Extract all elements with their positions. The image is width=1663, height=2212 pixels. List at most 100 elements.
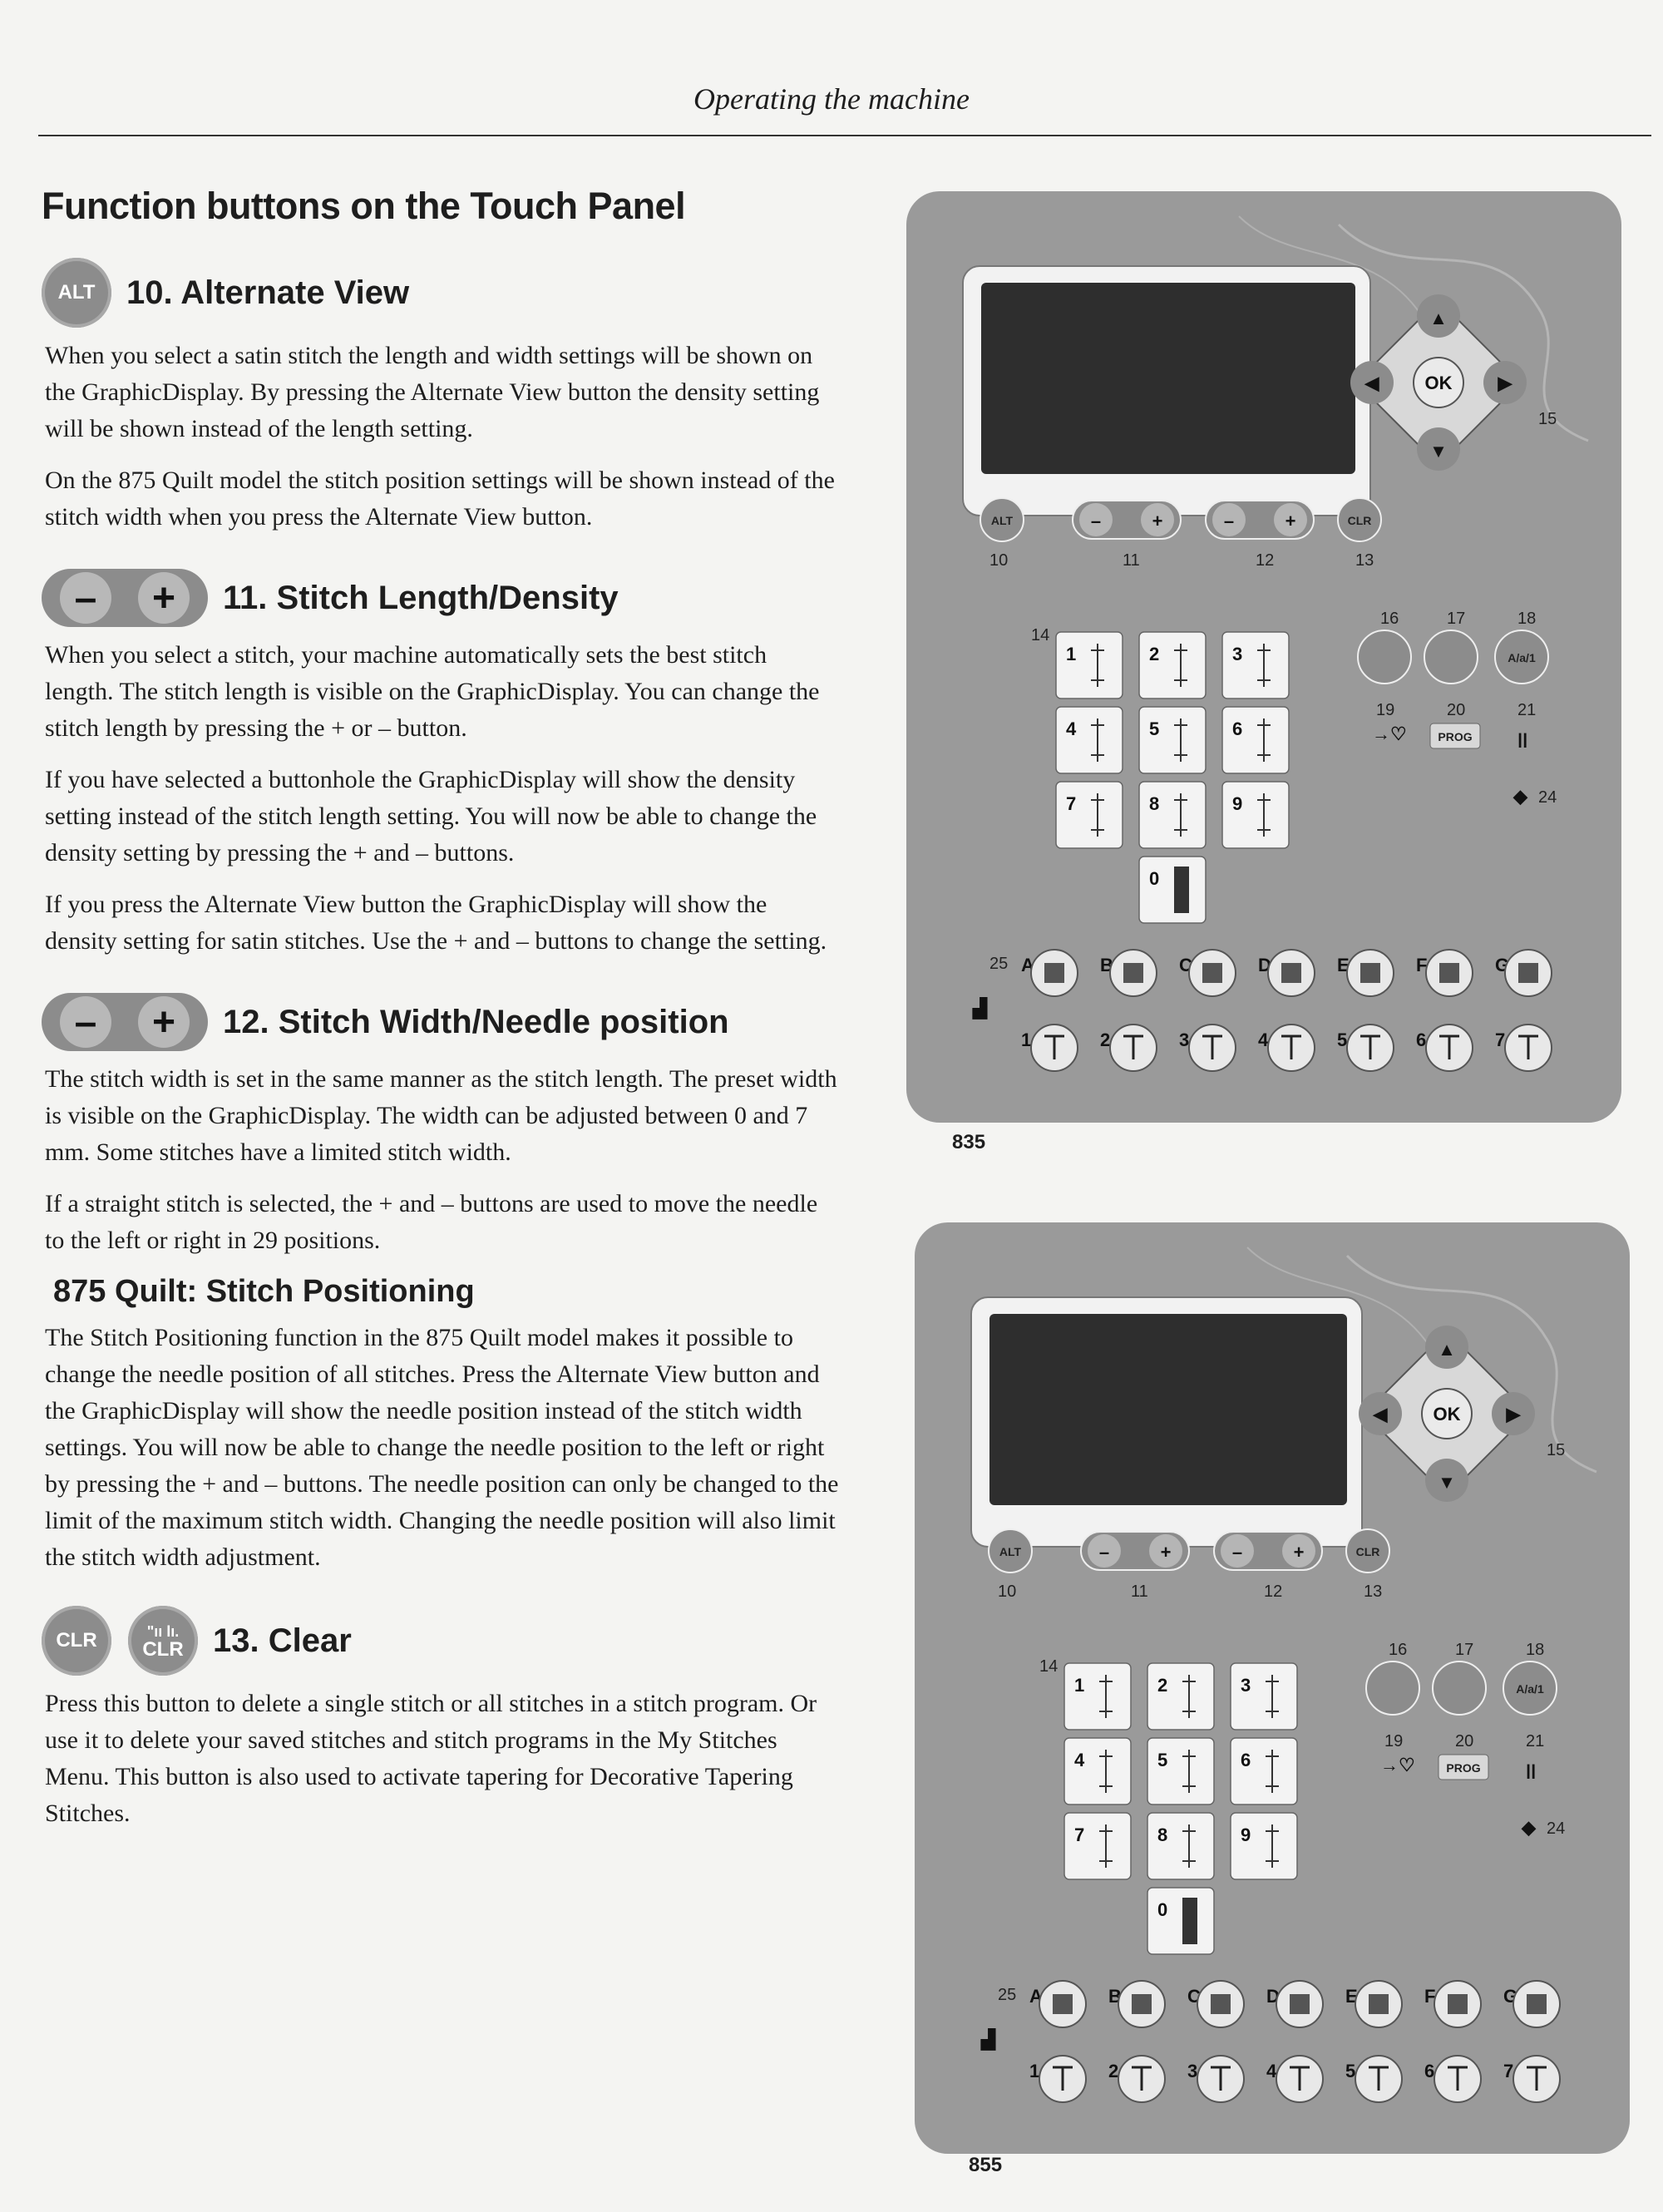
- stitch-pattern-icon: [1518, 963, 1538, 983]
- section-heading: 10. Alternate View: [126, 274, 410, 311]
- stitch-symbol-icon: [1099, 1824, 1113, 1868]
- left-arrow-icon: [1350, 361, 1394, 404]
- stitch-key-number: 6: [1232, 718, 1242, 739]
- up-arrow-glyph: ▲: [1438, 1339, 1456, 1360]
- favorite-arrow-icon: →♡: [1372, 723, 1407, 744]
- stitch-symbol-icon: [1091, 793, 1104, 837]
- presser-foot-icon: ▟: [980, 2027, 996, 2051]
- needle-stop-icon: [1365, 1661, 1420, 1716]
- number-key-label-5: 5: [1345, 2061, 1355, 2081]
- decorative-swirl: [1238, 215, 1423, 317]
- decorative-swirl: [1337, 223, 1589, 442]
- down-arrow-icon: [1417, 427, 1460, 471]
- callout-24: 24: [1547, 1819, 1565, 1838]
- stitch-key-2: [1138, 631, 1207, 699]
- stitch-key-6: [1230, 1737, 1298, 1805]
- width-minus-key: [1221, 1534, 1254, 1568]
- length-plus-key: [1149, 1534, 1182, 1568]
- stitch-pattern-icon: [1132, 2066, 1152, 2091]
- stitch-key-7: [1063, 1812, 1132, 1880]
- number-key-label-2: 2: [1100, 1029, 1110, 1050]
- stitch-pattern-icon: [1439, 963, 1459, 983]
- stitch-pattern-icon: [1123, 963, 1143, 983]
- minus-icon: –: [60, 572, 111, 624]
- callout-25: 25: [998, 1986, 1016, 2004]
- stitch-key-number: 7: [1066, 793, 1076, 814]
- stitch-pattern-icon: [1369, 1994, 1389, 2014]
- length-plus-label: +: [1161, 1542, 1172, 1563]
- stitch-key-3: [1230, 1662, 1298, 1731]
- stitch-key-number: 4: [1074, 1750, 1085, 1770]
- stitch-pattern-icon: [1202, 1034, 1222, 1059]
- stitch-key-number: 0: [1157, 1899, 1167, 1920]
- category-letter-E: E: [1337, 955, 1350, 975]
- callout-17: 17: [1455, 1641, 1473, 1659]
- stitch-symbol-icon: [1174, 644, 1187, 687]
- needle-thread-icon: ꞁꞁ: [1526, 1758, 1536, 1779]
- graphic-display: [989, 1314, 1347, 1505]
- stitch-key-number: 2: [1149, 644, 1159, 664]
- number-key-label-1: 1: [1029, 2061, 1039, 2081]
- down-arrow-glyph: ▼: [1438, 1472, 1456, 1493]
- stitch-pattern-icon: [1132, 1994, 1152, 2014]
- presser-foot-icon: ▟: [972, 996, 988, 1020]
- text-case-icon: [1503, 1661, 1557, 1716]
- stitch-pattern-icon: [1360, 1034, 1380, 1059]
- left-arrow-glyph: ◀: [1373, 1404, 1389, 1424]
- up-arrow-glyph: ▲: [1429, 308, 1448, 328]
- alt-button-label: ALT: [991, 514, 1014, 527]
- stitch-pattern-icon: [1044, 963, 1064, 983]
- stitch-key-number: 8: [1157, 1824, 1167, 1845]
- prog-button-label: PROG: [1438, 730, 1472, 743]
- number-key-label-7: 7: [1495, 1029, 1505, 1050]
- callout-20: 20: [1455, 1732, 1473, 1750]
- left-arrow-icon: [1359, 1392, 1402, 1435]
- length-minus-label: –: [1091, 511, 1101, 531]
- right-arrow-icon: [1492, 1392, 1535, 1435]
- stitch-pattern-icon: [1369, 2066, 1389, 2091]
- right-arrow-glyph: ▶: [1506, 1404, 1522, 1424]
- taper-mark: "ıı lı.: [146, 1623, 180, 1640]
- stitch-symbol-icon: [1182, 1750, 1196, 1793]
- callout-16: 16: [1380, 610, 1399, 628]
- stitch-pattern-icon: [1290, 2066, 1310, 2091]
- alt-button: [988, 1528, 1033, 1573]
- stitch-key-9: [1221, 781, 1290, 849]
- prog-button-label: PROG: [1446, 1761, 1480, 1775]
- header-rule: [38, 135, 1651, 136]
- paragraph: If a straight stitch is selected, the + …: [45, 1190, 818, 1254]
- width-plus-key: [1282, 1534, 1315, 1568]
- clear-button-icons: CLR "ıı lı.CLR: [42, 1606, 198, 1676]
- minus-plus-button-icon: – +: [42, 993, 208, 1051]
- length-plus-label: +: [1152, 511, 1163, 531]
- number-key-label-6: 6: [1424, 2061, 1434, 2081]
- right-arrow-icon: [1483, 361, 1527, 404]
- callout-24: 24: [1538, 788, 1557, 807]
- ok-button: [1413, 357, 1464, 408]
- paragraph: When you select a satin stitch the lengt…: [45, 342, 820, 442]
- stitch-key-4: [1055, 706, 1123, 774]
- length-minus-key: [1079, 503, 1113, 536]
- stitch-pattern-icon: [1290, 1994, 1310, 2014]
- callout-19: 19: [1384, 1732, 1403, 1750]
- stitch-symbol-icon: [1257, 793, 1271, 837]
- stitch-symbol-icon: [1091, 644, 1104, 687]
- favorite-arrow-icon: →♡: [1380, 1755, 1415, 1775]
- stitch-key-6: [1221, 706, 1290, 774]
- number-key-label-3: 3: [1179, 1029, 1189, 1050]
- number-key-label-3: 3: [1187, 2061, 1197, 2081]
- stitch-key-1: [1055, 631, 1123, 699]
- width-minus-label: –: [1232, 1542, 1242, 1563]
- paragraph: If you press the Alternate View button t…: [45, 891, 827, 955]
- stitch-pattern-icon: [1211, 1994, 1231, 2014]
- panel-caption-855: 855: [969, 2154, 1003, 2176]
- stitch-pattern-icon: [1518, 1034, 1538, 1059]
- stitch-symbol-icon: [1099, 1675, 1113, 1718]
- stitch-symbol-icon: [1182, 1824, 1196, 1868]
- ok-button: [1421, 1388, 1473, 1439]
- up-arrow-icon: [1425, 1326, 1468, 1369]
- width-plus-key: [1274, 503, 1307, 536]
- minus-plus-button-icon: – +: [42, 569, 208, 627]
- plus-icon: +: [138, 572, 190, 624]
